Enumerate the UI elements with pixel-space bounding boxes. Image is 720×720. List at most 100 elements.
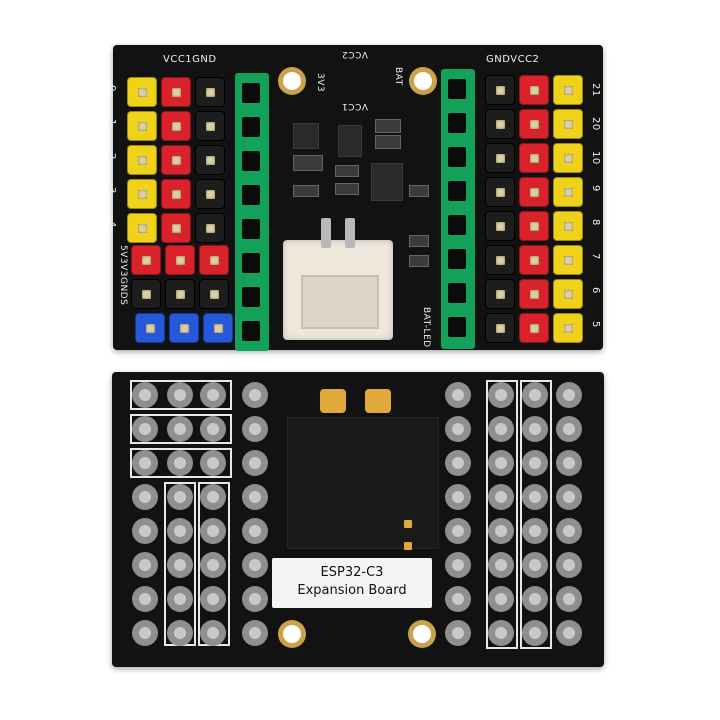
- board-label-line1: ESP32-C3: [320, 565, 384, 580]
- header-pin: [135, 313, 165, 343]
- header-pin: [553, 75, 583, 105]
- smd-component: [409, 235, 429, 247]
- header-pin: [485, 177, 515, 207]
- header-pin: [199, 245, 229, 275]
- expansion-board-bottom-view: ESP32-C3 Expansion Board: [112, 372, 604, 667]
- pin-number-10: 10: [590, 151, 601, 165]
- board-label-line2: Expansion Board: [297, 583, 407, 598]
- pin-number-7: 7: [590, 253, 601, 260]
- pin-number-5: 5: [590, 321, 601, 328]
- header-pin: [519, 177, 549, 207]
- mounting-hole: [278, 67, 306, 95]
- header-pin: [519, 75, 549, 105]
- pin-number-9: 9: [590, 185, 601, 192]
- header-pin: [553, 143, 583, 173]
- pin-number-4: 4: [106, 221, 117, 228]
- silk-outline: [130, 448, 232, 478]
- header-pin: [195, 77, 225, 107]
- header-pin: [519, 279, 549, 309]
- silk-outline: [130, 414, 232, 444]
- header-pin: [195, 213, 225, 243]
- small-pad: [404, 542, 412, 550]
- header-pin: [131, 245, 161, 275]
- header-pin: [519, 211, 549, 241]
- header-pin: [519, 143, 549, 173]
- smd-component: [375, 135, 401, 149]
- header-pin: [199, 279, 229, 309]
- mounting-hole: [278, 620, 306, 648]
- pin-number-8: 8: [590, 219, 601, 226]
- header-pin: [161, 179, 191, 209]
- pin-number-20: 20: [590, 117, 601, 131]
- battery-connector: [283, 218, 393, 340]
- battery-pad: [365, 389, 391, 413]
- pin-number-6: 6: [590, 287, 601, 294]
- header-pin: [195, 179, 225, 209]
- header-pin: [195, 145, 225, 175]
- vcc1-mark: VCC1: [341, 101, 368, 111]
- bat-mark: BAT: [393, 67, 403, 86]
- battery-pad: [320, 389, 346, 413]
- smd-component: [409, 185, 429, 197]
- header-pin: [485, 109, 515, 139]
- header-pin: [127, 77, 157, 107]
- mounting-hole: [408, 620, 436, 648]
- header-pin: [485, 143, 515, 173]
- expansion-board-top-view: VCC1GND GNDVCC2 0 1 2 3 4 5V3V3GNDS 21 2…: [106, 45, 603, 351]
- smd-component: [293, 185, 319, 197]
- board-label: ESP32-C3 Expansion Board: [272, 558, 432, 608]
- pin-number-21: 21: [590, 83, 601, 97]
- pin-number-2: 2: [106, 153, 117, 160]
- header-pin: [553, 211, 583, 241]
- header-pin: [127, 111, 157, 141]
- header-pin: [553, 245, 583, 275]
- header-pin: [161, 213, 191, 243]
- header-pin: [203, 313, 233, 343]
- gnd-vcc2-label: GNDVCC2: [486, 54, 540, 65]
- pin-number-0: 0: [106, 85, 117, 92]
- pin-number-3: 3: [106, 187, 117, 194]
- header-pin: [127, 145, 157, 175]
- header-pin: [519, 245, 549, 275]
- header-pin: [519, 109, 549, 139]
- bat-led-label: BAT-LED: [421, 307, 431, 348]
- header-pin: [165, 245, 195, 275]
- header-pin: [127, 179, 157, 209]
- charger-chip: [371, 163, 403, 201]
- silk-outline: [520, 380, 552, 649]
- header-pin: [553, 177, 583, 207]
- 3v3-mark: 3V3: [315, 73, 325, 93]
- smd-component: [335, 183, 359, 195]
- header-pin: [485, 279, 515, 309]
- vcc2-mark: VCC2: [341, 49, 368, 59]
- header-pin: [553, 313, 583, 343]
- header-pin: [485, 313, 515, 343]
- header-pin: [161, 77, 191, 107]
- header-pin: [485, 245, 515, 275]
- silk-outline: [130, 380, 232, 410]
- header-pin: [165, 279, 195, 309]
- ic-chip: [338, 125, 362, 157]
- left-socket-strip: [235, 73, 269, 351]
- right-socket-strip: [441, 69, 475, 349]
- smd-component: [409, 255, 429, 267]
- pin-number-1: 1: [106, 119, 117, 126]
- module-footprint: [287, 417, 439, 549]
- header-pin: [485, 211, 515, 241]
- header-pin: [169, 313, 199, 343]
- smd-component: [293, 155, 323, 171]
- header-pin: [553, 279, 583, 309]
- vcc1-gnd-label: VCC1GND: [163, 54, 217, 65]
- header-pin: [131, 279, 161, 309]
- regulator-chip: [293, 123, 319, 149]
- smd-component: [375, 119, 401, 133]
- power-side-label: 5V3V3GNDS: [118, 245, 128, 306]
- header-pin: [195, 111, 225, 141]
- header-pin: [553, 109, 583, 139]
- silk-outline: [486, 380, 518, 649]
- header-pin: [519, 313, 549, 343]
- header-pin: [161, 111, 191, 141]
- header-pin: [161, 145, 191, 175]
- small-pad: [404, 520, 412, 528]
- header-pin: [127, 213, 157, 243]
